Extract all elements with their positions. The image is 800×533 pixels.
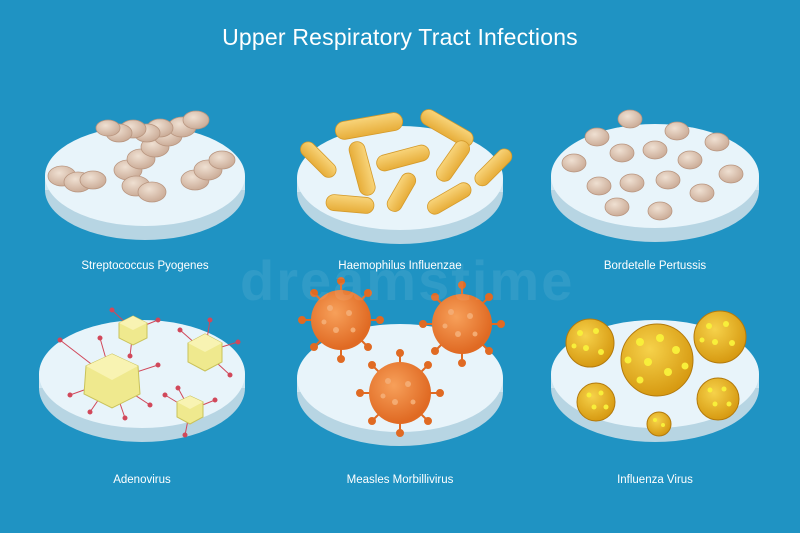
label-adenovirus: Adenovirus	[113, 474, 171, 486]
label-measles: Measles Morbillivirus	[346, 474, 454, 486]
label-haemophilus: Haemophilus Influenzae	[338, 260, 462, 272]
rod-bacteria-icon	[300, 109, 513, 215]
icosahedral-virus-icon	[57, 307, 241, 438]
cocci-chain-bacteria-icon	[47, 110, 236, 203]
spiked-virus-icon	[298, 277, 505, 437]
dish-bordetella	[551, 124, 759, 242]
label-bordetella: Bordetelle Pertussis	[603, 260, 707, 272]
page-title: Upper Respiratory Tract Infections	[222, 24, 578, 50]
watermark: dreamstime	[240, 249, 575, 312]
label-influenza: Influenza Virus	[617, 474, 693, 486]
coccobacilli-bacteria-icon	[561, 109, 744, 221]
spotted-sphere-virus-icon	[565, 310, 747, 437]
label-streptococcus: Streptococcus Pyogenes	[81, 260, 209, 272]
